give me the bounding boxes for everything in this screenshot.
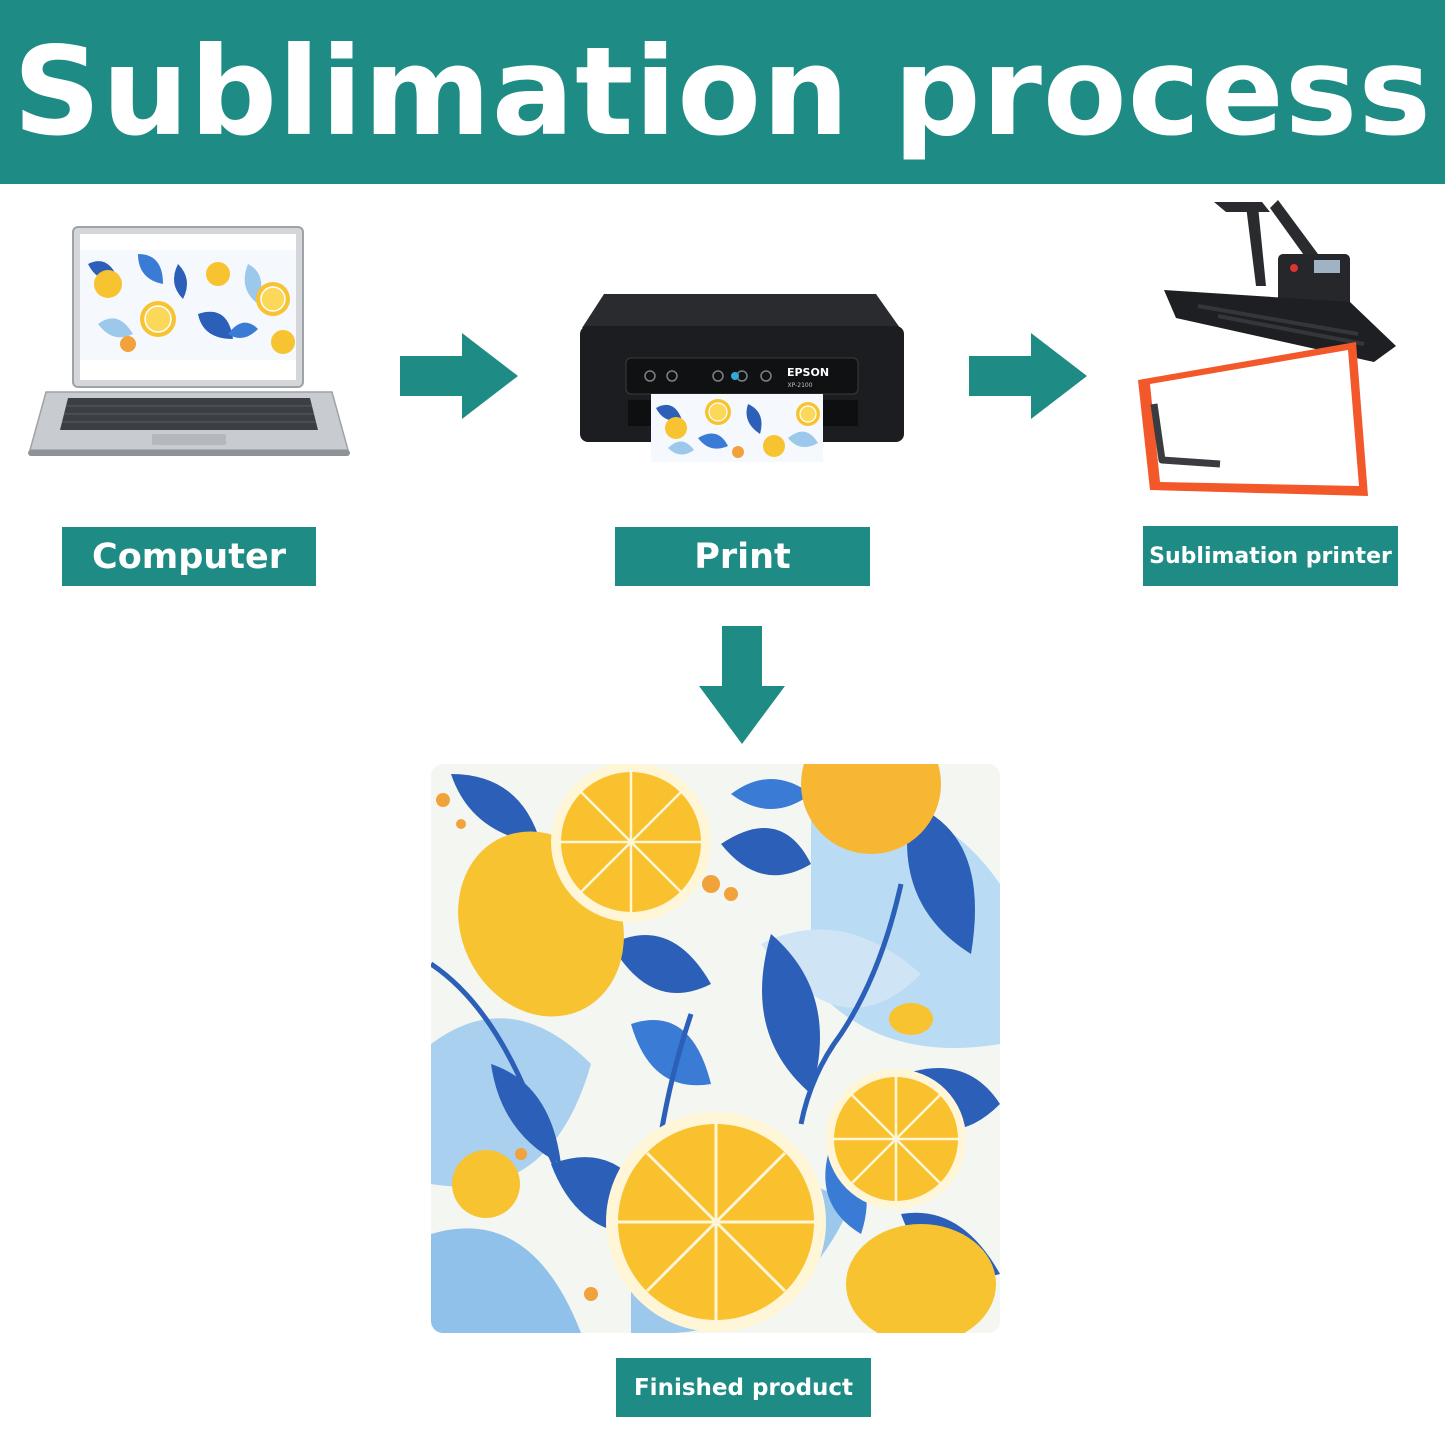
page-title: Sublimation process: [12, 21, 1433, 163]
arrow-right-2: [969, 333, 1087, 419]
arrow-right-1: [400, 333, 518, 419]
finished-product-label-text: Finished product: [633, 1374, 854, 1401]
finished-product-label: Finished product: [616, 1358, 871, 1417]
lemon-slice-right: [826, 1069, 966, 1209]
computer-label: Computer: [62, 527, 316, 586]
print-label-text: Print: [694, 536, 791, 577]
sublimation-printer-label: Sublimation printer: [1143, 526, 1398, 586]
screen-lemon-pattern: [80, 250, 296, 360]
lemon-slice-center: [606, 1112, 826, 1332]
printed-paper: [651, 394, 823, 462]
arrow-down: [699, 626, 785, 744]
laptop-illustration: [28, 226, 350, 456]
printer-model: XP-2100: [787, 382, 812, 389]
print-label: Print: [615, 527, 870, 586]
finished-product-image: [431, 764, 1000, 1333]
printer-illustration: EPSON XP-2100: [580, 294, 904, 462]
computer-label-text: Computer: [92, 536, 286, 577]
lemon-slice-top: [551, 764, 711, 922]
printer-brand: EPSON: [787, 366, 829, 379]
title-banner: Sublimation process: [0, 0, 1445, 184]
sublimation-printer-label-text: Sublimation printer: [1149, 543, 1392, 569]
heat-press-illustration: [1138, 200, 1396, 496]
